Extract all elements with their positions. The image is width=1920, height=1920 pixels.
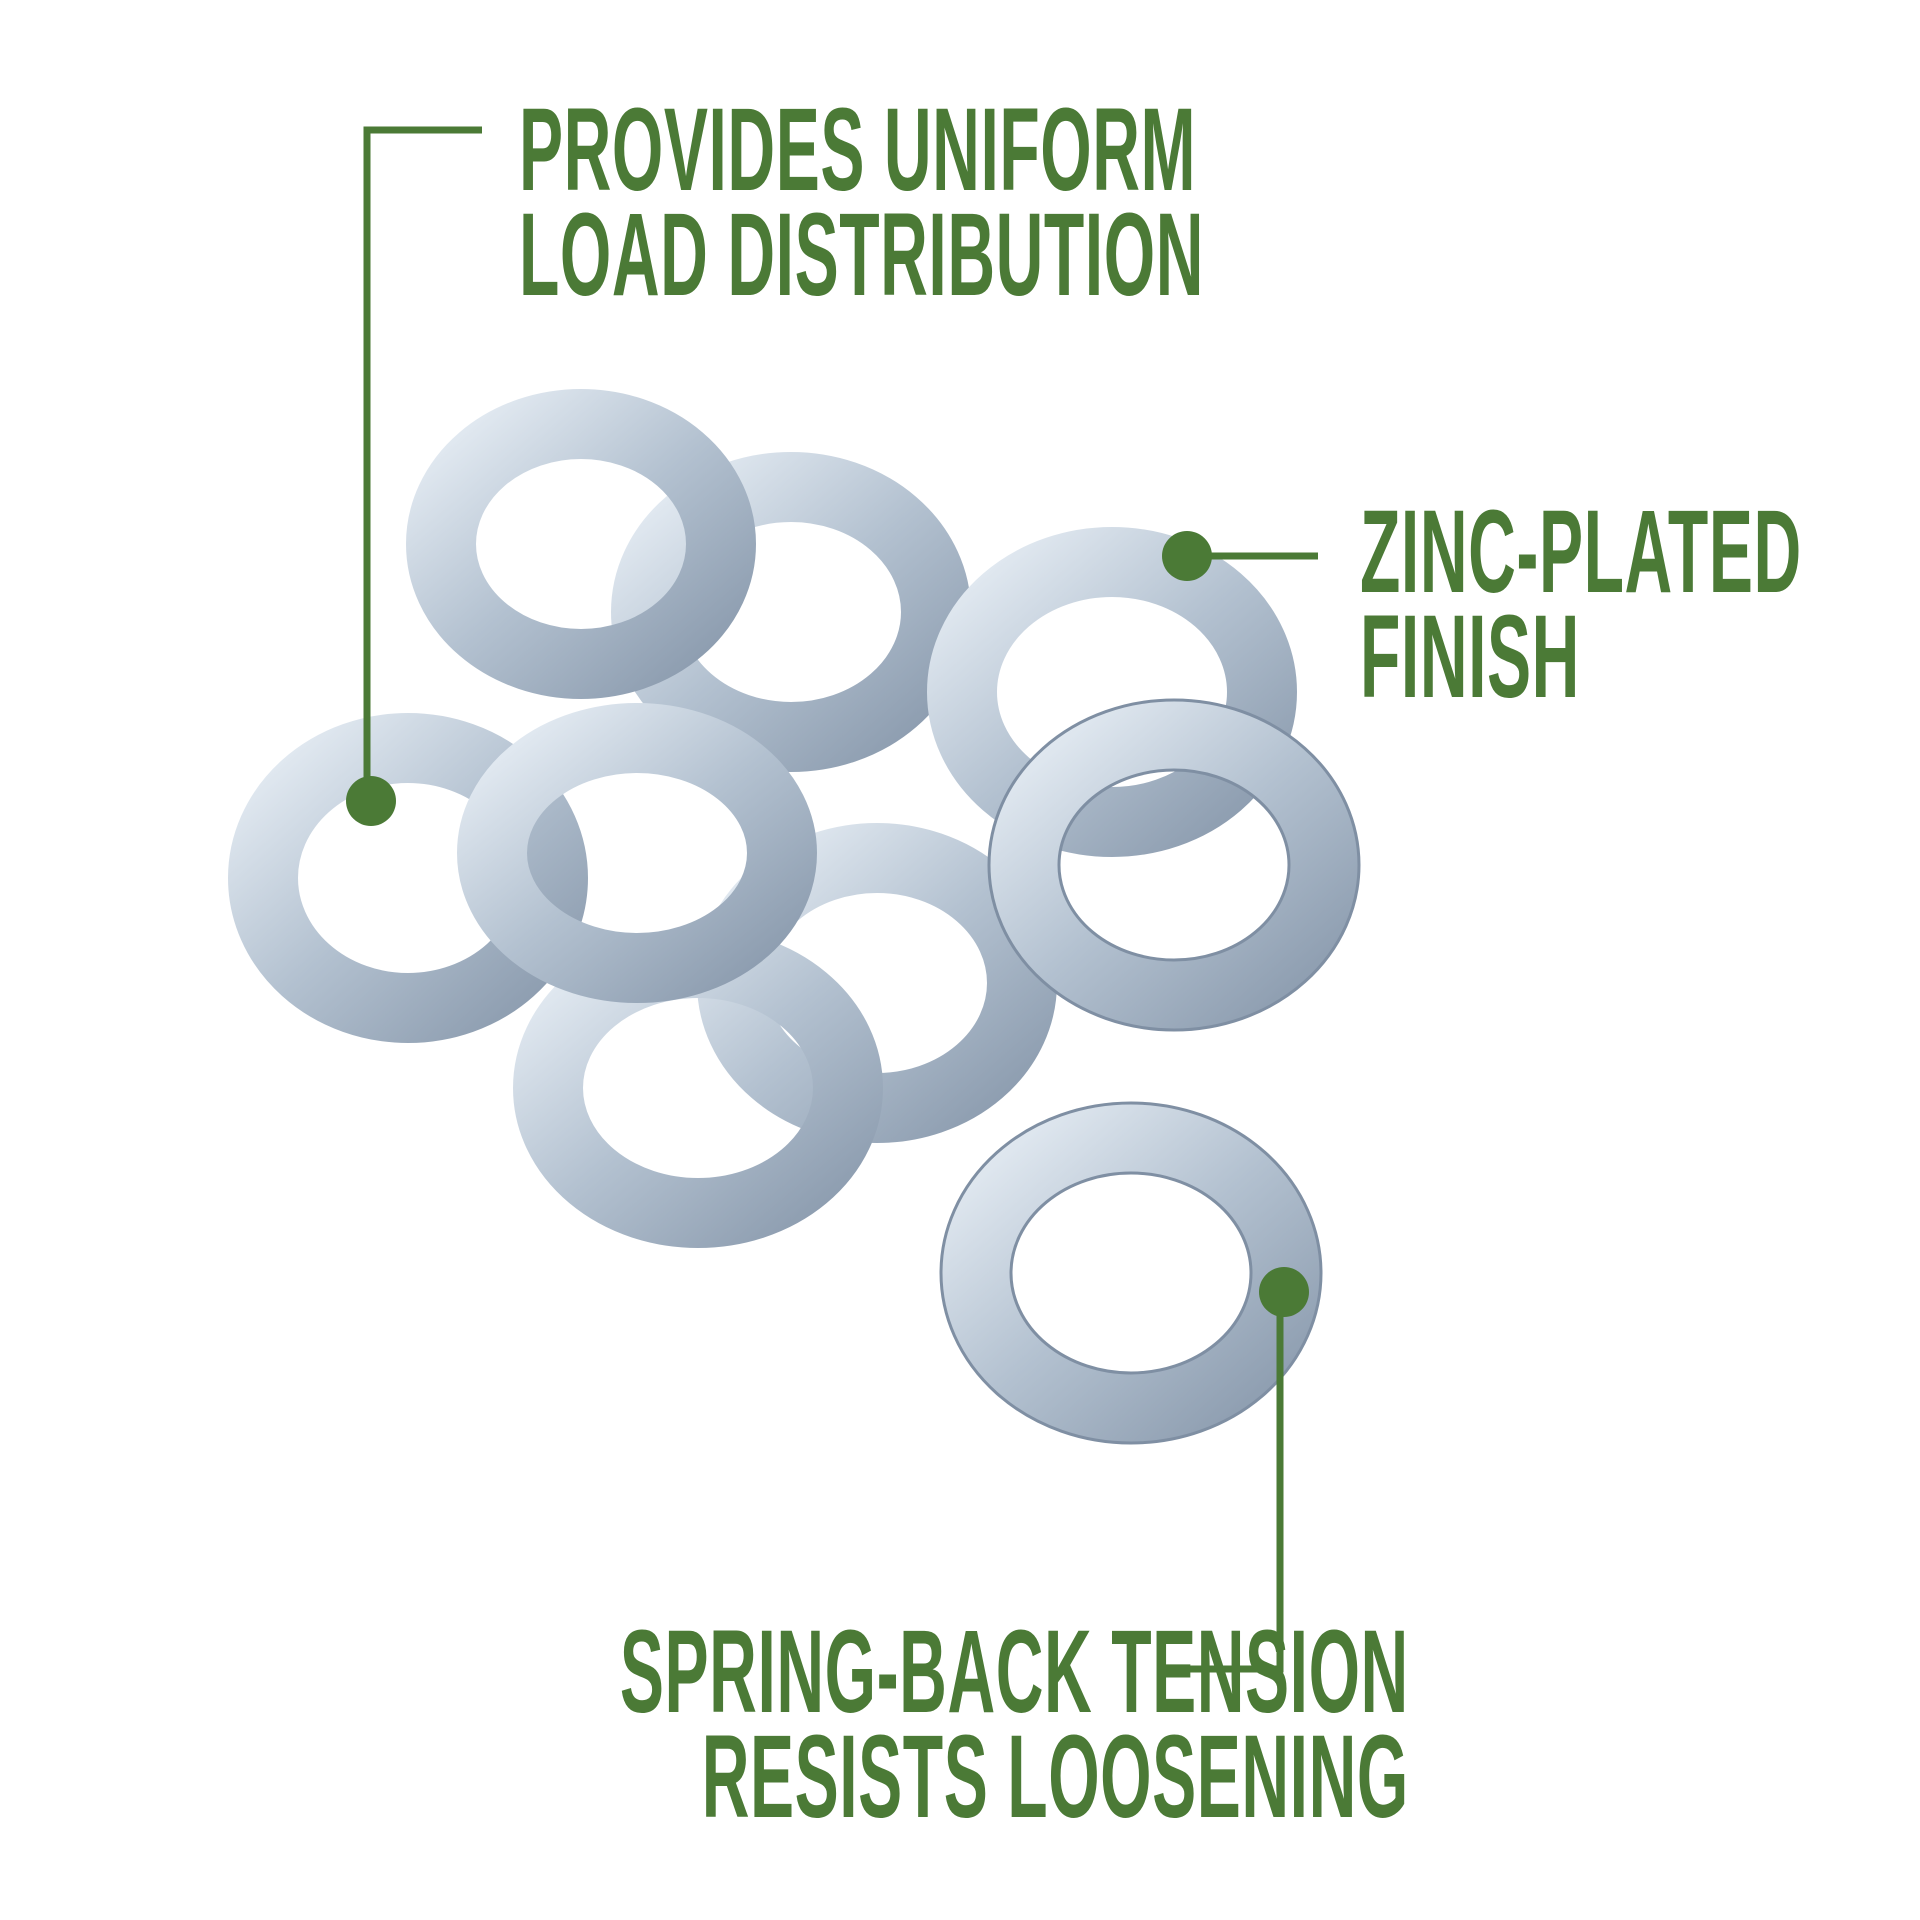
callout-dot bbox=[1259, 1267, 1309, 1317]
callout-text: PROVIDES UNIFORM bbox=[519, 84, 1197, 216]
callout-text: FINISH bbox=[1360, 591, 1580, 723]
callout-text: RESISTS LOOSENING bbox=[701, 1711, 1409, 1843]
callout-zinc-finish: ZINC-PLATED FINISH bbox=[1360, 486, 1802, 723]
washer bbox=[406, 389, 756, 699]
callout-text: SPRING-BACK TENSION bbox=[619, 1606, 1409, 1738]
callout-text: ZINC-PLATED bbox=[1360, 486, 1802, 618]
callout-dot bbox=[346, 776, 396, 826]
washer bbox=[457, 703, 817, 1003]
washer bbox=[941, 1103, 1321, 1443]
callout-lines bbox=[346, 126, 1318, 1673]
callout-text: LOAD DISTRIBUTION bbox=[519, 189, 1204, 321]
callout-spring-tension: SPRING-BACK TENSION RESISTS LOOSENING bbox=[0, 1613, 1408, 1836]
callout-dot bbox=[1162, 531, 1212, 581]
washer bbox=[927, 527, 1297, 857]
washer-group bbox=[228, 389, 1359, 1443]
callout-load-distribution: PROVIDES UNIFORM LOAD DISTRIBUTION bbox=[519, 84, 1204, 321]
washer-outlines bbox=[939, 698, 1361, 1445]
washer bbox=[228, 713, 588, 1043]
washer bbox=[989, 700, 1359, 1030]
